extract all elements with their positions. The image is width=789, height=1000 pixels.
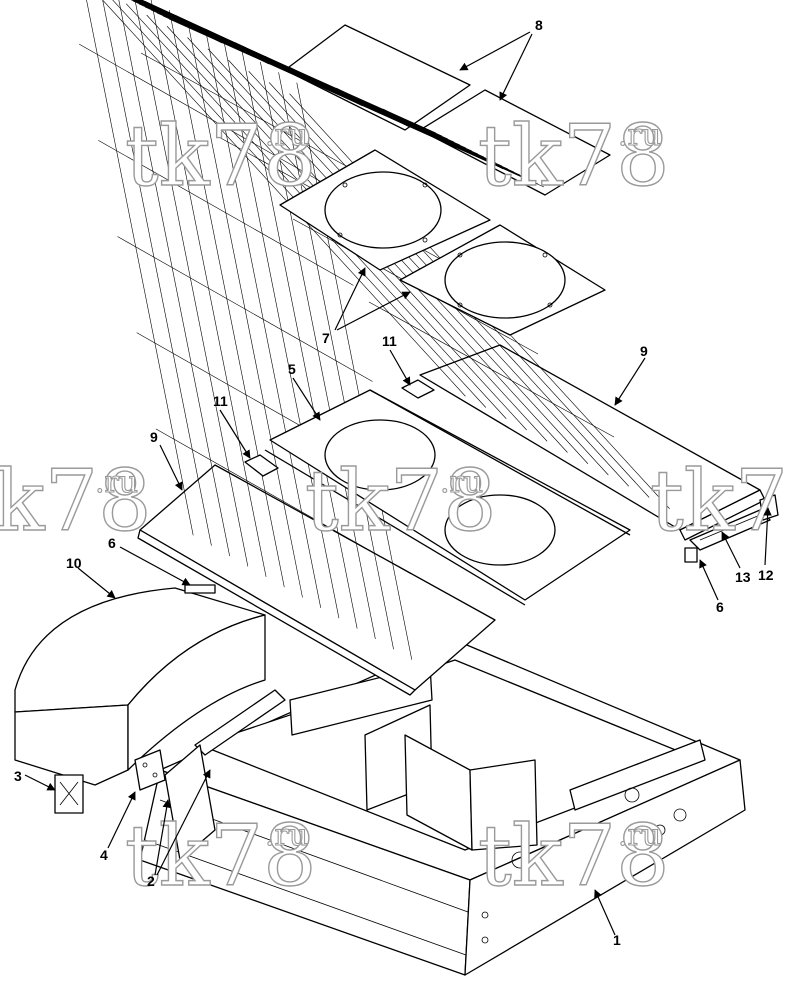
svg-text:.ru: .ru <box>440 465 483 500</box>
grid-line <box>382 108 504 170</box>
filter-13 <box>689 509 771 551</box>
watermark-top-left: tk78 .ru <box>124 106 317 205</box>
callout-1: 1 <box>613 932 621 948</box>
clip-6-left <box>184 584 216 594</box>
svg-text:tk78: tk78 <box>125 807 317 905</box>
callout-9-right: 9 <box>640 343 648 359</box>
callout-8: 8 <box>535 17 543 33</box>
grid-line <box>289 66 410 128</box>
callout-5: 5 <box>288 361 296 377</box>
clip-6-right <box>684 547 698 563</box>
grid-line <box>368 301 615 438</box>
svg-text:.ru: .ru <box>95 465 138 500</box>
svg-text:tk78: tk78 <box>0 452 152 550</box>
callout-6-left: 6 <box>108 535 116 551</box>
watermark-bottom-left: tk78 .ru <box>124 806 317 905</box>
grid-line <box>117 236 373 382</box>
grid-line <box>79 43 335 190</box>
grid-line <box>135 0 223 44</box>
callout-labels: 8 7 5 11 11 9 9 6 10 3 4 2 6 13 12 1 <box>14 17 774 948</box>
watermark-mid-left: tk78 .ru <box>0 451 152 550</box>
svg-text:tk78: tk78 <box>305 452 497 550</box>
pad-11-left <box>244 454 279 477</box>
svg-text:tk78: tk78 <box>650 452 789 550</box>
watermark-bottom-right: tk78 .ru <box>477 806 670 905</box>
wire-guard-right <box>130 0 611 196</box>
svg-text:.ru: .ru <box>265 818 308 853</box>
grid-line <box>195 24 316 86</box>
fan-plate-left <box>279 149 491 271</box>
callout-2: 2 <box>147 873 155 889</box>
leader-lines <box>24 31 772 936</box>
callout-12: 12 <box>758 567 774 583</box>
base-frame <box>139 639 746 976</box>
callout-4: 4 <box>100 847 108 863</box>
svg-text:tk78: tk78 <box>478 807 670 905</box>
grid-line <box>140 52 387 189</box>
watermark-top-right: tk78 .ru <box>477 106 670 205</box>
grid-line <box>98 140 354 286</box>
grid-line <box>102 0 466 397</box>
mounting-frame <box>264 389 631 606</box>
callout-11-right: 11 <box>382 333 397 349</box>
callout-3: 3 <box>14 768 22 784</box>
bracket-3 <box>54 774 84 814</box>
watermark-mid-center: tk78 .ru <box>304 451 497 550</box>
rear-cover <box>14 587 266 786</box>
grille-left <box>79 0 496 696</box>
svg-text:tk78: tk78 <box>478 107 670 205</box>
callout-9-left: 9 <box>150 429 158 445</box>
watermark-mid-right: tk78 <box>649 451 789 550</box>
bracket-2 <box>164 744 216 861</box>
grid-line <box>148 3 269 65</box>
svg-text:tk78: tk78 <box>125 107 317 205</box>
callout-11-left: 11 <box>213 393 228 409</box>
grid-line <box>228 59 609 476</box>
grid-line <box>155 428 411 575</box>
pad-11-right <box>401 379 435 399</box>
svg-text:.ru: .ru <box>265 118 308 153</box>
callout-13: 13 <box>735 569 751 585</box>
grid-line <box>242 45 363 107</box>
pad-4 <box>134 749 166 791</box>
callout-7: 7 <box>322 330 330 346</box>
svg-text:.ru: .ru <box>618 818 661 853</box>
grid-line <box>336 87 457 149</box>
fan-plate-right <box>399 224 606 336</box>
callout-10: 10 <box>66 555 82 571</box>
svg-text:.ru: .ru <box>618 118 661 153</box>
callout-6-right: 6 <box>716 599 724 615</box>
